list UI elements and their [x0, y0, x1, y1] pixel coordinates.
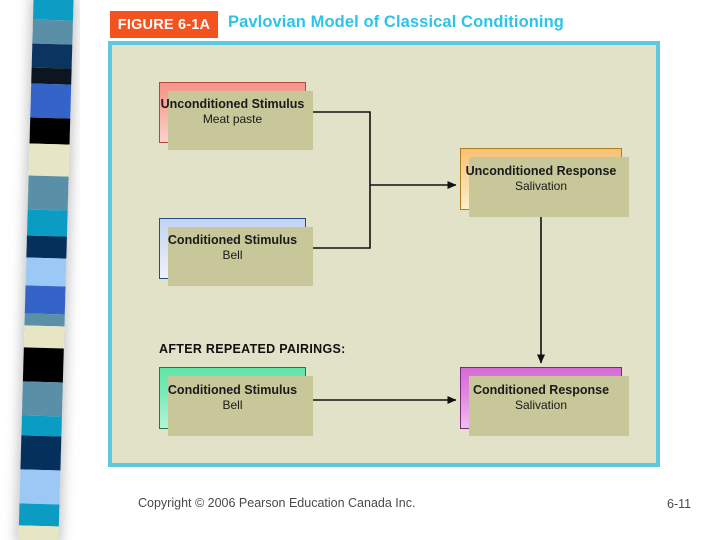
node-conditioned-stimulus-before: Conditioned Stimulus Bell: [159, 218, 313, 286]
node-unconditioned-response: Unconditioned Response Salivation: [460, 148, 629, 217]
deco-band-chip: [32, 19, 73, 45]
deco-band-chip: [24, 313, 65, 327]
deco-band-chip: [22, 347, 64, 383]
deco-band-chip: [18, 525, 59, 540]
deco-band-chip: [28, 143, 70, 177]
deco-band-chip: [27, 175, 69, 211]
node-subtitle: Bell: [222, 248, 243, 263]
deco-band-chip: [31, 43, 73, 69]
node-title: Conditioned Response: [472, 382, 610, 397]
deco-band-chip: [21, 415, 62, 437]
node-unconditioned-stimulus: Unconditioned Stimulus Meat paste: [159, 82, 313, 150]
node-conditioned-stimulus-after: Conditioned Stimulus Bell: [159, 367, 313, 436]
after-repeated-pairings-heading: AFTER REPEATED PAIRINGS:: [159, 342, 346, 356]
node-title: Conditioned Stimulus: [167, 382, 298, 397]
node-subtitle: Bell: [222, 397, 243, 412]
page-number: 6-11: [667, 497, 692, 511]
node-subtitle: Meat paste: [202, 112, 263, 127]
deco-band-chip: [26, 209, 68, 237]
deco-band-chip: [32, 0, 74, 21]
deco-band-chip: [30, 83, 72, 119]
deco-band-chip: [31, 67, 72, 85]
deco-band-chip: [24, 285, 66, 315]
deco-band-chip: [21, 381, 63, 417]
deco-band-chip: [25, 257, 67, 287]
node-title: Conditioned Stimulus: [167, 233, 298, 248]
node-subtitle: Salivation: [514, 397, 568, 412]
deco-band-chip: [29, 117, 71, 145]
deco-band-chip: [20, 435, 62, 471]
figure-title: Pavlovian Model of Classical Conditionin…: [228, 13, 564, 31]
node-title: Unconditioned Stimulus: [160, 97, 305, 112]
decorative-color-band: [0, 0, 80, 540]
deco-band-chip: [18, 503, 60, 527]
node-subtitle: Salivation: [514, 178, 568, 193]
figure-number-badge: FIGURE 6-1A: [110, 11, 218, 38]
copyright-text: Copyright © 2006 Pearson Education Canad…: [138, 496, 416, 510]
decorative-color-band-inner: [18, 0, 74, 540]
deco-band-chip: [23, 325, 65, 349]
deco-band-chip: [26, 235, 67, 259]
deco-band-chip: [19, 469, 61, 505]
node-title: Unconditioned Response: [465, 163, 617, 178]
node-conditioned-response: Conditioned Response Salivation: [460, 367, 629, 436]
